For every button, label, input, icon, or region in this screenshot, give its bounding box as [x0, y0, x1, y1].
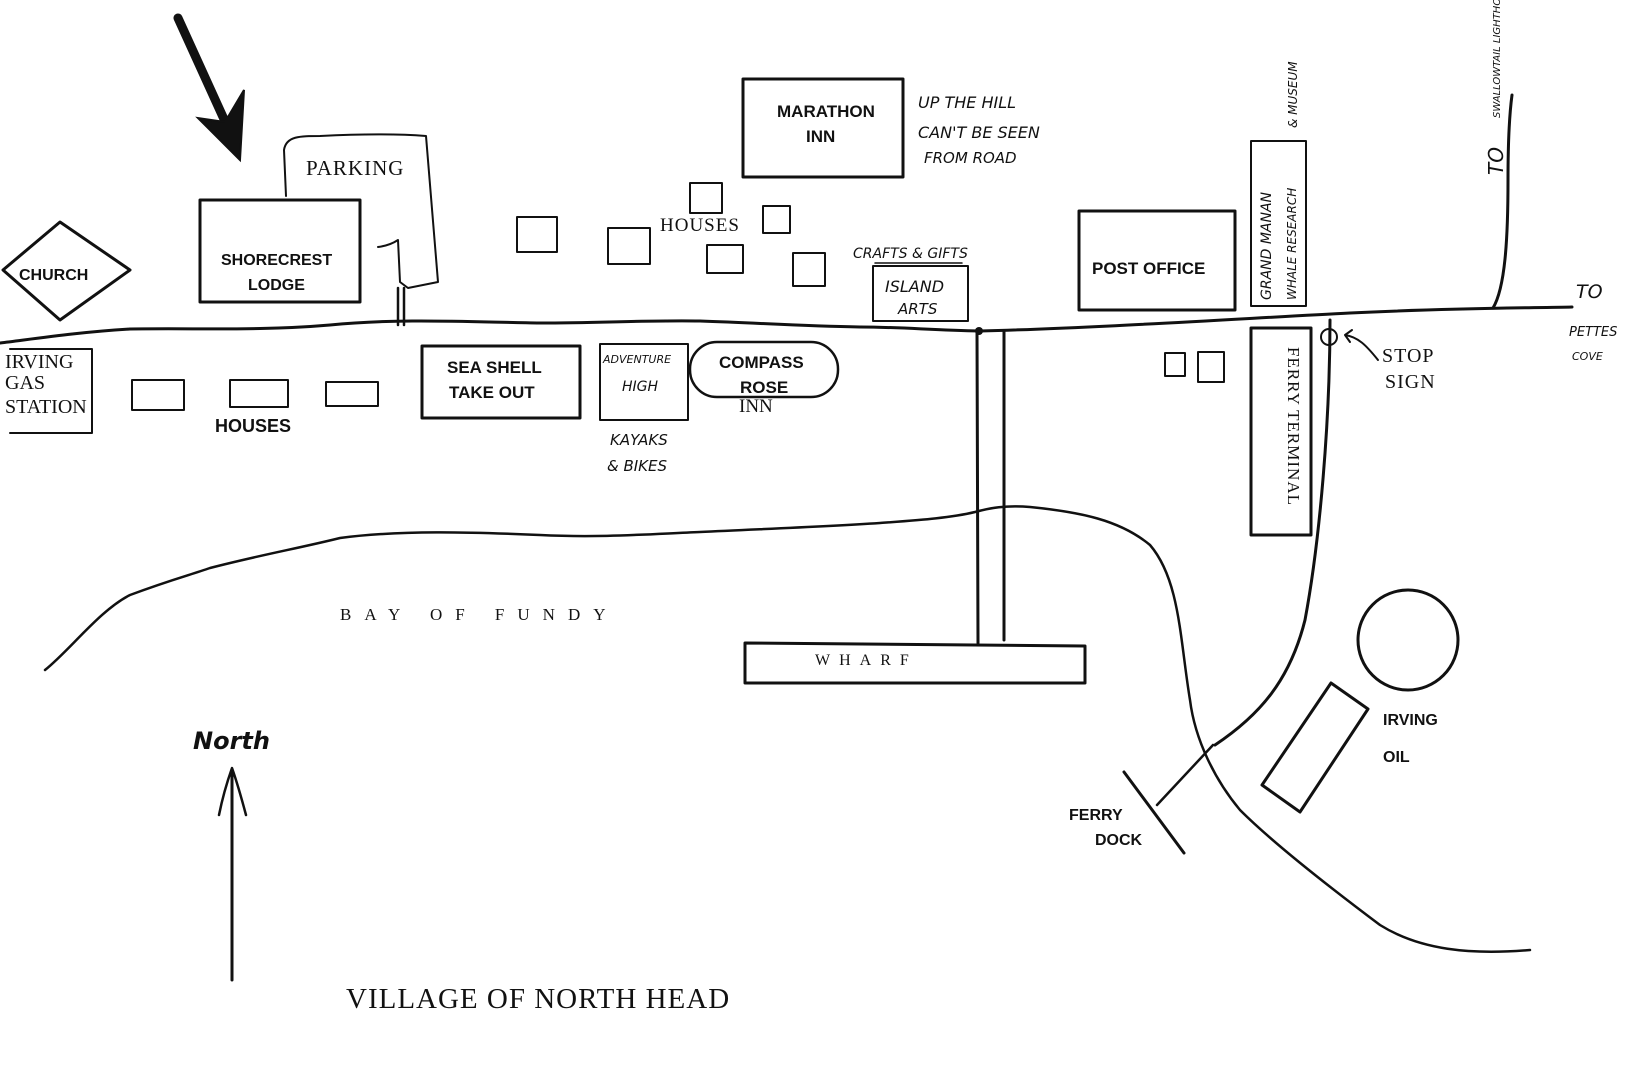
seashell-building [420, 344, 582, 420]
marathon-inn-building [741, 77, 905, 179]
houses-south-label: HOUSES [215, 416, 291, 436]
adventure-label-1: ADVENTURE [602, 353, 671, 366]
museum-label-2: WHALE RESEARCH [1285, 188, 1299, 300]
whale-museum-building [1250, 140, 1307, 307]
ferry-terminal-label: FERRY TERMINAL [1284, 347, 1303, 506]
houses-north-group [516, 182, 826, 287]
uphill-note-2: CAN'T BE SEEN [918, 123, 1040, 142]
seashell-label-1: SEA SHELL [447, 358, 542, 377]
map-title: VILLAGE OF NORTH HEAD [346, 983, 730, 1015]
houses-south-group [131, 379, 379, 411]
irving-oil-building [1260, 681, 1370, 814]
bay-label: BAY OF FUNDY [340, 605, 619, 624]
ferry-dock-label-2: DOCK [1095, 832, 1143, 849]
pettes-label-2: COVE [1572, 350, 1603, 363]
compass-rose-building [688, 340, 840, 399]
wharf-platform [743, 641, 1087, 685]
seashell-label-2: TAKE OUT [449, 383, 535, 402]
island-arts-label-2: ARTS [897, 300, 938, 318]
north-label: North [193, 727, 270, 755]
parking-lot [283, 133, 439, 289]
shoreline [43, 505, 1532, 953]
pettes-to: TO [1576, 281, 1603, 303]
houses-north-label: HOUSES [660, 215, 740, 236]
swallowtail-label: SWALLOWTAIL LIGHTHOUSE [1492, 0, 1503, 118]
wharf-junction-dot [975, 327, 983, 335]
marathon-label-1: MARATHON [777, 102, 875, 121]
post-office-label: POST OFFICE [1092, 259, 1205, 278]
irving-gas-label-3: STATION [5, 396, 87, 418]
crafts-label: CRAFTS & GIFTS [853, 246, 968, 262]
road-to-swallowtail [1491, 93, 1514, 310]
uphill-note-1: UP THE HILL [918, 93, 1016, 112]
irving-oil-tank [1356, 588, 1460, 692]
irving-oil-label-1: IRVING [1383, 712, 1438, 729]
compass-label-1: COMPASS [719, 353, 804, 372]
wharf-label: WHARF [815, 652, 918, 669]
uphill-note-3: FROM ROAD [924, 149, 1017, 167]
stop-label-1: STOP [1382, 345, 1435, 367]
wharf-stem-west [975, 328, 980, 645]
small-buildings-east [1164, 351, 1225, 383]
pettes-label-1: PETTES [1569, 325, 1617, 340]
adventure-high-building [599, 343, 689, 421]
church-label: CHURCH [19, 267, 88, 284]
marathon-label-2: INN [806, 127, 835, 146]
parking-label: PARKING [306, 156, 404, 180]
irving-gas-station-building [9, 348, 93, 434]
compass-label-2: ROSE [740, 378, 788, 397]
main-road-north-edge [0, 305, 1574, 345]
island-arts-building [872, 265, 969, 322]
ferry-dock-crossbar [1122, 770, 1186, 855]
museum-label-1: GRAND MANAN [1259, 191, 1275, 300]
stop-sign-pointer [1344, 329, 1379, 361]
stop-label-2: SIGN [1385, 371, 1436, 393]
ferry-dock-label-1: FERRY [1069, 807, 1123, 824]
kayaks-label-2: & BIKES [607, 457, 667, 475]
north-arrow-icon [217, 766, 248, 982]
adventure-label-2: HIGH [622, 379, 659, 395]
irving-oil-label-2: OIL [1383, 749, 1410, 766]
ferry-terminal-building [1249, 326, 1313, 537]
kayaks-label-1: KAYAKS [610, 431, 668, 449]
ferry-road [1213, 318, 1332, 747]
shorecrest-label-2: LODGE [248, 277, 305, 294]
irving-gas-label-1: IRVING [5, 351, 73, 373]
island-arts-label-1: ISLAND [885, 277, 944, 296]
pointer-arrow-icon [173, 13, 245, 163]
museum-label-3: & MUSEUM [1286, 61, 1300, 128]
shorecrest-label-1: SHORECREST [221, 252, 332, 269]
post-office-building [1077, 209, 1237, 312]
swallowtail-to: TO [1484, 147, 1508, 175]
compass-label-3: INN [739, 396, 773, 417]
church-diamond [1, 220, 132, 322]
parking-driveway [396, 286, 406, 327]
stop-sign-icon [1320, 328, 1338, 346]
ferry-dock-pier [1155, 743, 1215, 807]
shorecrest-lodge-building [198, 198, 362, 304]
irving-gas-label-2: GAS [5, 372, 45, 394]
